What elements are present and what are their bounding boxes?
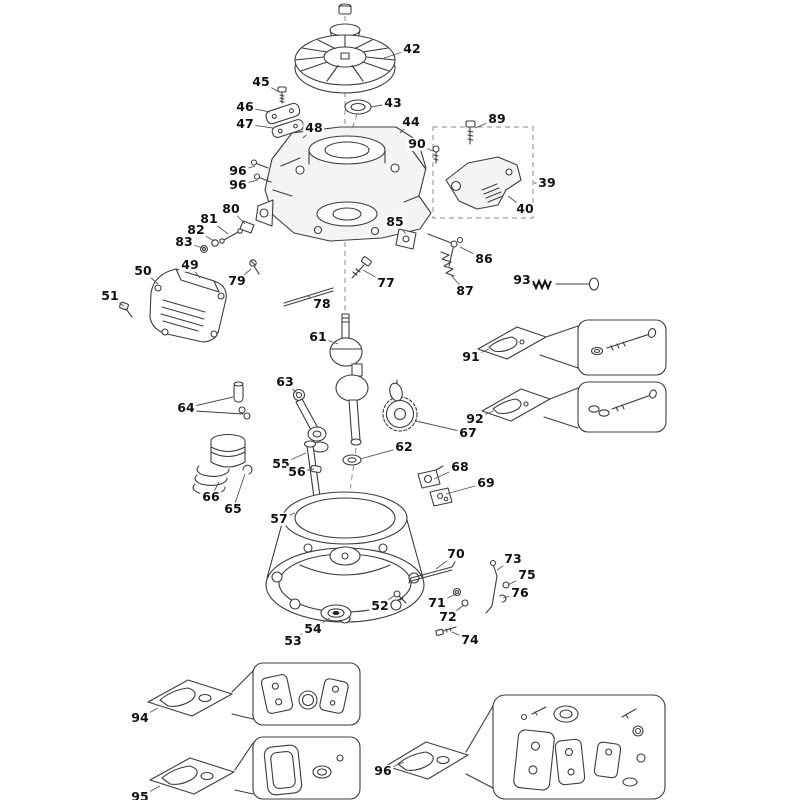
part-label-76: 76 xyxy=(509,584,531,600)
part-label-53: 53 xyxy=(282,632,304,648)
piston-pin-64 xyxy=(194,381,251,420)
part-label-62: 62 xyxy=(393,438,415,454)
part-label-46: 46 xyxy=(234,98,256,114)
part-label-78: 78 xyxy=(311,295,333,311)
part-label-69: 69 xyxy=(475,474,497,490)
part-label-52: 52 xyxy=(369,597,391,613)
hardware-box-91 xyxy=(577,319,667,376)
oil-seal-upper xyxy=(344,99,372,115)
camshaft-gear-67 xyxy=(382,379,418,432)
breather-plate-69 xyxy=(429,487,453,507)
part-label-51: 51 xyxy=(99,287,121,303)
circlip-65 xyxy=(242,464,253,475)
part-label-92: 92 xyxy=(464,410,486,426)
speed-control-dashed-box xyxy=(432,126,534,219)
part-label-72: 72 xyxy=(437,608,459,624)
part-label-40: 40 xyxy=(514,200,536,216)
gasket-kit-95 xyxy=(149,757,235,795)
bolts-96-upper xyxy=(250,159,272,183)
piston-66 xyxy=(210,433,246,468)
crankcase-block xyxy=(255,126,432,242)
breather-assembly-68 xyxy=(417,465,444,489)
part-label-93: 93 xyxy=(511,271,533,287)
gasket-kit-94 xyxy=(147,679,233,717)
part-label-91: 91 xyxy=(460,348,482,364)
screw-79 xyxy=(249,259,260,275)
part-label-73: 73 xyxy=(502,550,524,566)
part-label-65: 65 xyxy=(222,500,244,516)
muffler-guard-50 xyxy=(149,268,227,343)
governor-rod-70 xyxy=(408,561,456,584)
gasket-kit-96-bottom xyxy=(385,741,469,780)
bolt-77 xyxy=(351,256,372,279)
valve-and-spring-93 xyxy=(532,277,600,291)
part-label-57: 57 xyxy=(268,510,290,526)
crankshaft-61 xyxy=(329,313,369,446)
part-label-63: 63 xyxy=(274,373,296,389)
gasket-box-96 xyxy=(492,694,666,800)
bolt-52 xyxy=(393,590,407,604)
gasket-box-94 xyxy=(252,662,361,726)
part-label-70: 70 xyxy=(445,545,467,561)
part-label-80: 80 xyxy=(220,200,242,216)
part-label-96: 96 xyxy=(227,162,249,178)
part-label-81: 81 xyxy=(198,210,220,226)
part-label-86: 86 xyxy=(473,250,495,266)
part-label-89: 89 xyxy=(486,110,508,126)
part-label-50: 50 xyxy=(132,262,154,278)
part-label-95: 95 xyxy=(129,790,151,800)
flywheel xyxy=(294,34,396,94)
bolt-45 xyxy=(277,86,287,104)
connecting-rod-63 xyxy=(292,388,329,453)
part-label-79: 79 xyxy=(226,272,248,288)
part-label-87: 87 xyxy=(454,282,476,298)
gasket-box-95 xyxy=(252,736,361,800)
part-label-61: 61 xyxy=(307,328,329,344)
washer-62 xyxy=(342,454,362,466)
part-label-77: 77 xyxy=(375,274,397,290)
governor-lever-86 xyxy=(427,233,464,267)
part-label-42: 42 xyxy=(401,40,423,56)
part-label-67: 67 xyxy=(457,424,479,440)
control-bracket-40 xyxy=(445,156,522,210)
part-label-49: 49 xyxy=(179,256,201,272)
part-label-64: 64 xyxy=(175,399,197,415)
part-label-45: 45 xyxy=(250,73,272,89)
tube-clip-56 xyxy=(310,465,322,473)
push-rod-78 xyxy=(283,287,334,307)
part-label-82: 82 xyxy=(185,221,207,237)
screw-74 xyxy=(435,626,457,636)
part-label-96: 96 xyxy=(372,762,394,778)
part-label-44: 44 xyxy=(400,113,422,129)
hardware-box-92 xyxy=(577,381,667,433)
part-label-54: 54 xyxy=(302,620,324,636)
part-label-48: 48 xyxy=(303,119,325,135)
part-label-47: 47 xyxy=(234,115,256,131)
bolt-89 xyxy=(465,120,476,145)
part-label-83: 83 xyxy=(173,233,195,249)
bolt-90 xyxy=(432,145,440,164)
washers-71-72-75-76 xyxy=(452,581,510,607)
control-lever-73 xyxy=(485,559,498,614)
governor-spring-87 xyxy=(440,251,455,277)
part-label-75: 75 xyxy=(516,566,538,582)
governor-bracket-85 xyxy=(395,228,417,250)
part-label-56: 56 xyxy=(286,463,308,479)
part-label-85: 85 xyxy=(384,213,406,229)
linkage-parts-80-83 xyxy=(200,220,255,253)
oil-seal-54 xyxy=(320,604,352,622)
kit-connector-lines xyxy=(231,325,579,795)
part-label-43: 43 xyxy=(382,94,404,110)
part-label-68: 68 xyxy=(449,458,471,474)
part-label-66: 66 xyxy=(200,488,222,504)
part-label-90: 90 xyxy=(406,135,428,151)
part-label-94: 94 xyxy=(129,709,151,725)
part-label-71: 71 xyxy=(426,594,448,610)
part-label-74: 74 xyxy=(459,631,481,647)
flywheel-nut xyxy=(338,3,352,15)
part-label-96: 96 xyxy=(227,176,249,192)
part-label-39: 39 xyxy=(536,174,558,190)
